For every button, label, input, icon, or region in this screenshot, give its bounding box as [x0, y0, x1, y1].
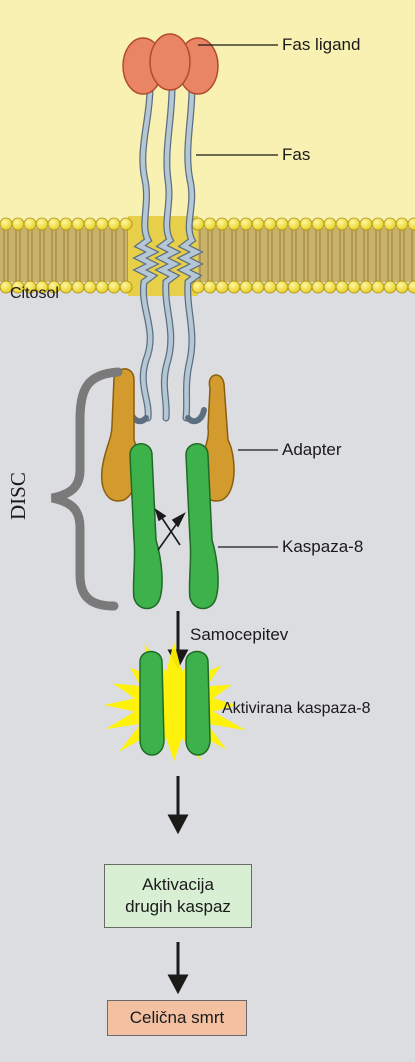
cell-membrane — [0, 216, 415, 296]
label-samocepitev: Samocepitev — [190, 625, 288, 645]
lipid-head — [288, 218, 300, 230]
box-aktivacija-drugih-kaspaz: Aktivacija drugih kaspaz — [104, 864, 252, 928]
lipid-head — [396, 218, 408, 230]
lipid-head — [276, 218, 288, 230]
label-fas-ligand: Fas ligand — [282, 35, 360, 55]
lipid-head — [372, 218, 384, 230]
box-celicna-smrt-text: Celična smrt — [108, 1001, 246, 1034]
lipid-head — [348, 281, 360, 293]
lipid-head — [96, 218, 108, 230]
lipid-head — [204, 218, 216, 230]
lipid-head — [120, 281, 132, 293]
box-aktivacija-line1: Aktivacija — [105, 874, 251, 896]
lipid-head — [72, 218, 84, 230]
lipid-head — [396, 281, 408, 293]
lipid-head — [48, 218, 60, 230]
lipid-head — [240, 218, 252, 230]
lipid-head — [192, 218, 204, 230]
lipid-head — [300, 281, 312, 293]
lipid-head — [228, 281, 240, 293]
lipid-head — [24, 218, 36, 230]
lipid-head — [108, 281, 120, 293]
lipid-head — [252, 281, 264, 293]
box-aktivacija-line2: drugih kaspaz — [105, 896, 251, 918]
lipid-head — [324, 218, 336, 230]
lipid-head — [372, 281, 384, 293]
lipid-head — [360, 218, 372, 230]
lipid-head — [60, 218, 72, 230]
lipid-head — [264, 281, 276, 293]
lipid-head — [264, 218, 276, 230]
lipid-head — [96, 281, 108, 293]
lipid-head — [312, 218, 324, 230]
label-fas: Fas — [282, 145, 310, 165]
lipid-head — [312, 281, 324, 293]
lipid-head — [36, 218, 48, 230]
lipid-head — [240, 281, 252, 293]
extracellular-region — [0, 0, 415, 225]
lipid-head — [360, 281, 372, 293]
lipid-head — [288, 281, 300, 293]
lipid-head — [12, 218, 24, 230]
lipid-head — [228, 218, 240, 230]
lipid-head — [216, 218, 228, 230]
lipid-head — [324, 281, 336, 293]
lipid-head — [384, 281, 396, 293]
lipid-head — [384, 218, 396, 230]
lipid-head — [0, 218, 12, 230]
label-disc: DISC — [6, 472, 31, 520]
lipid-head — [120, 218, 132, 230]
lipid-head — [72, 281, 84, 293]
lipid-head — [108, 218, 120, 230]
fas-ligand — [123, 34, 218, 94]
label-aktivirana-kaspaza-8: Aktivirana kaspaza-8 — [222, 700, 371, 718]
lipid-head — [204, 281, 216, 293]
lipid-head — [84, 218, 96, 230]
box-celicna-smrt: Celična smrt — [107, 1000, 247, 1036]
lipid-head — [60, 281, 72, 293]
lipid-head — [192, 281, 204, 293]
lipid-head — [216, 281, 228, 293]
lipid-head — [84, 281, 96, 293]
lipid-head — [300, 218, 312, 230]
label-citosol: Citosol — [10, 285, 59, 303]
label-adapter: Adapter — [282, 440, 342, 460]
lipid-head — [276, 281, 288, 293]
lipid-head — [348, 218, 360, 230]
lipid-head — [252, 218, 264, 230]
lipid-head — [336, 218, 348, 230]
lipid-head — [336, 281, 348, 293]
label-kaspaza-8: Kaspaza-8 — [282, 537, 363, 557]
